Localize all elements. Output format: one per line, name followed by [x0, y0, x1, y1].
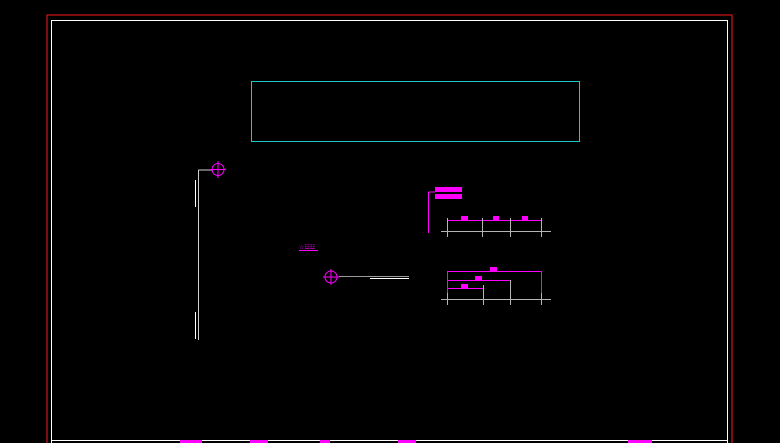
dim-text-upper-2: [493, 216, 499, 220]
title-tag-upper-2: [435, 194, 462, 199]
title-tag-upper-1: [435, 187, 462, 192]
bottom-tag-3: [320, 440, 330, 443]
section-tag-text: ☆☳☳: [299, 244, 315, 251]
bottom-title-strip: [51, 440, 727, 443]
dimension-block-upper[interactable]: [428, 187, 552, 237]
bottom-tag-4: [398, 440, 416, 443]
dimension-block-lower[interactable]: [441, 267, 551, 305]
dim-text-lower-3: [461, 284, 468, 288]
title-block-box[interactable]: [251, 81, 580, 142]
bottom-tag-1: [180, 440, 202, 443]
bottom-tag-5: [628, 440, 652, 443]
inner-drawing-frame: [51, 20, 728, 443]
section-marker-middle[interactable]: [323, 269, 409, 285]
dim-text-lower-1: [490, 267, 497, 271]
outer-drawing-frame: [46, 14, 733, 443]
dim-text-lower-2: [475, 276, 482, 280]
dim-text-upper-1: [461, 216, 468, 220]
section-label-group[interactable]: ☆☳☳: [299, 244, 318, 251]
dim-text-upper-3: [522, 216, 528, 220]
section-marker-left[interactable]: [195, 161, 227, 340]
bottom-tag-2: [250, 440, 268, 443]
